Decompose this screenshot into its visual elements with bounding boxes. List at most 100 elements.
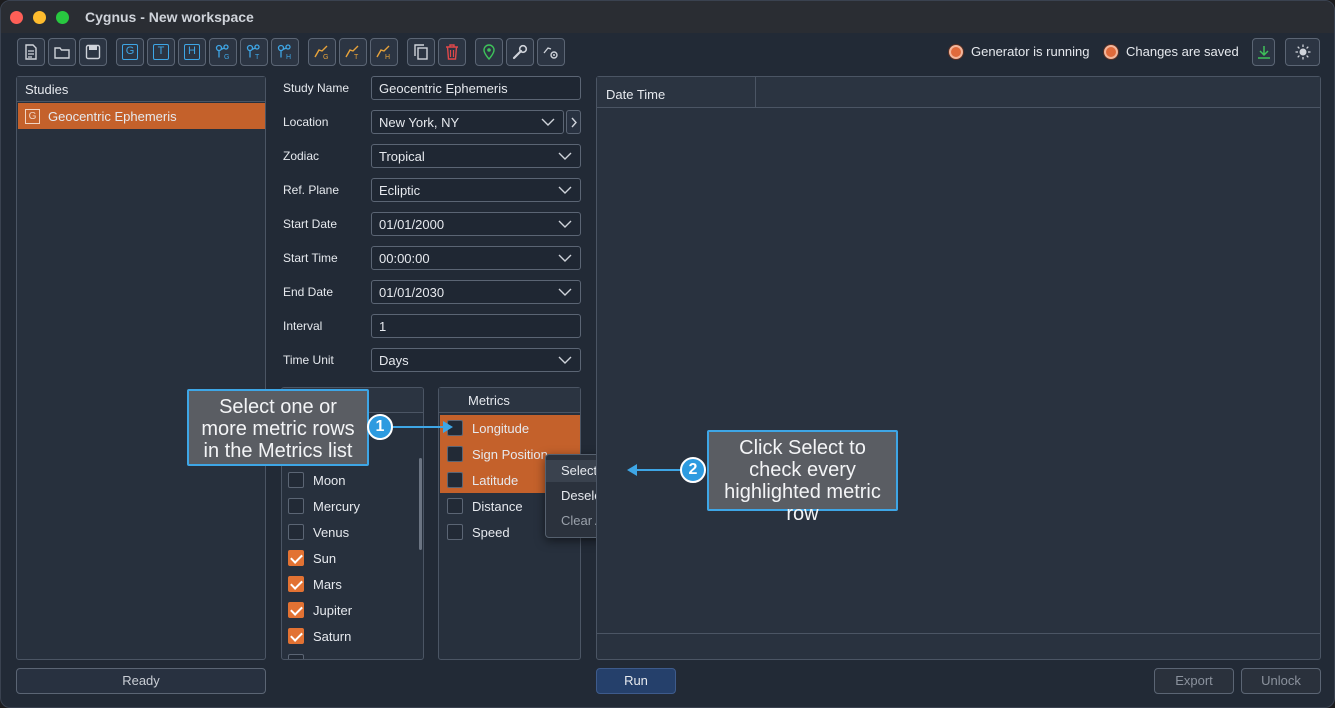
body-label: Mars — [313, 576, 342, 592]
body-row-mars[interactable]: Mars — [288, 571, 342, 597]
open-folder-button[interactable] — [48, 38, 76, 66]
chevron-down-icon — [558, 254, 572, 262]
minimize-window-button[interactable] — [33, 11, 46, 24]
unlock-button[interactable]: Unlock — [1241, 668, 1321, 694]
delete-button[interactable] — [438, 38, 466, 66]
end-date-select[interactable]: 01/01/2030 — [371, 280, 581, 304]
topo-graph-button[interactable]: T — [240, 38, 268, 66]
checkbox-checked[interactable] — [288, 576, 304, 592]
chevron-down-icon — [558, 288, 572, 296]
body-row-jupiter[interactable]: Jupiter — [288, 597, 352, 623]
geocentric-study-icon: G — [25, 108, 40, 124]
zoom-window-button[interactable] — [56, 11, 69, 24]
checkbox[interactable] — [288, 524, 304, 540]
zodiac-select[interactable]: Tropical — [371, 144, 581, 168]
chevron-down-icon — [558, 152, 572, 160]
ready-status-button[interactable]: Ready — [16, 668, 266, 694]
study-list-item[interactable]: G Geocentric Ephemeris — [18, 103, 265, 129]
location-button[interactable] — [475, 38, 503, 66]
helio-trend-button[interactable]: H — [370, 38, 398, 66]
body-row-mercury[interactable]: Mercury — [288, 493, 360, 519]
zodiac-value: Tropical — [379, 149, 425, 164]
checkbox-checked[interactable] — [288, 628, 304, 644]
column-header-date-time[interactable]: Date Time — [597, 77, 756, 108]
svg-text:H: H — [286, 54, 291, 61]
helio-graph-button[interactable]: H — [271, 38, 299, 66]
study-item-label: Geocentric Ephemeris — [48, 108, 177, 124]
metric-label: Latitude — [472, 472, 519, 488]
body-label: Venus — [313, 524, 350, 540]
svg-text:T: T — [354, 54, 359, 61]
body-row-venus[interactable]: Venus — [288, 519, 349, 545]
time-unit-label: Time Unit — [283, 353, 334, 367]
new-file-icon — [25, 44, 37, 60]
studies-panel: Studies G Geocentric Ephemeris — [16, 76, 266, 660]
export-button[interactable]: Export — [1154, 668, 1234, 694]
trend-h-icon: H — [376, 45, 390, 61]
new-file-button[interactable] — [17, 38, 45, 66]
chevron-down-icon — [558, 186, 572, 194]
topocentric-study-button[interactable]: T — [147, 38, 175, 66]
theme-toggle-button[interactable] — [1285, 38, 1320, 66]
step-2-badge: 2 — [680, 457, 706, 483]
body-row-moon[interactable]: Moon — [288, 467, 346, 493]
svg-text:H: H — [385, 54, 390, 61]
checkbox[interactable] — [288, 498, 304, 514]
download-button[interactable] — [1252, 38, 1275, 66]
location-select[interactable]: New York, NY — [371, 110, 564, 134]
interval-input[interactable]: 1 — [371, 314, 581, 338]
t-icon: T — [153, 44, 169, 60]
ref-plane-value: Ecliptic — [379, 183, 421, 198]
topo-trend-button[interactable]: T — [339, 38, 367, 66]
results-footer-divider — [597, 633, 1320, 634]
location-details-button[interactable] — [566, 110, 581, 134]
sun-icon — [1295, 44, 1310, 60]
copy-icon — [414, 44, 428, 60]
geo-graph-button[interactable]: G — [209, 38, 237, 66]
bodies-scrollbar[interactable] — [419, 458, 422, 550]
checkbox[interactable] — [288, 654, 304, 659]
svg-text:G: G — [224, 54, 229, 61]
arrow-right-icon — [443, 421, 453, 433]
time-unit-select[interactable]: Days — [371, 348, 581, 372]
folder-icon — [54, 47, 70, 59]
body-label: Jupiter — [313, 602, 353, 618]
checkbox-checked[interactable] — [288, 602, 304, 618]
checkbox[interactable] — [447, 472, 463, 488]
body-row-sun[interactable]: Sun — [288, 545, 336, 571]
start-time-select[interactable]: 00:00:00 — [371, 246, 581, 270]
chevron-down-icon — [541, 118, 555, 126]
settings-button[interactable] — [506, 38, 534, 66]
heliocentric-study-button[interactable]: H — [178, 38, 206, 66]
results-panel: Date Time — [596, 76, 1321, 660]
advanced-settings-button[interactable] — [537, 38, 565, 66]
metric-row-distance[interactable]: Distance — [440, 493, 580, 519]
download-icon — [1257, 46, 1270, 59]
body-label: Mercury — [313, 498, 360, 514]
save-button[interactable] — [79, 38, 107, 66]
start-date-select[interactable]: 01/01/2000 — [371, 212, 581, 236]
graph-node-h-icon: H — [277, 44, 291, 61]
copy-button[interactable] — [407, 38, 435, 66]
body-row-partial[interactable] — [288, 649, 304, 659]
metric-row-longitude[interactable]: Longitude — [440, 415, 580, 441]
svg-text:G: G — [323, 54, 328, 61]
geo-trend-button[interactable]: G — [308, 38, 336, 66]
study-name-input[interactable]: Geocentric Ephemeris — [371, 76, 581, 100]
ref-plane-select[interactable]: Ecliptic — [371, 178, 581, 202]
checkbox[interactable] — [288, 472, 304, 488]
body-row-saturn[interactable]: Saturn — [288, 623, 351, 649]
checkbox-checked[interactable] — [288, 550, 304, 566]
checkbox[interactable] — [447, 446, 463, 462]
chevron-down-icon — [558, 356, 572, 364]
metric-row-speed[interactable]: Speed — [440, 519, 580, 545]
run-button[interactable]: Run — [596, 668, 676, 694]
callout-step-2: Click Select to check every highlighted … — [707, 430, 898, 525]
geocentric-study-button[interactable]: G — [116, 38, 144, 66]
checkbox[interactable] — [447, 524, 463, 540]
start-time-value: 00:00:00 — [379, 251, 430, 266]
graph-node-g-icon: G — [215, 44, 229, 61]
ref-plane-label: Ref. Plane — [283, 183, 340, 197]
close-window-button[interactable] — [10, 11, 23, 24]
checkbox[interactable] — [447, 498, 463, 514]
